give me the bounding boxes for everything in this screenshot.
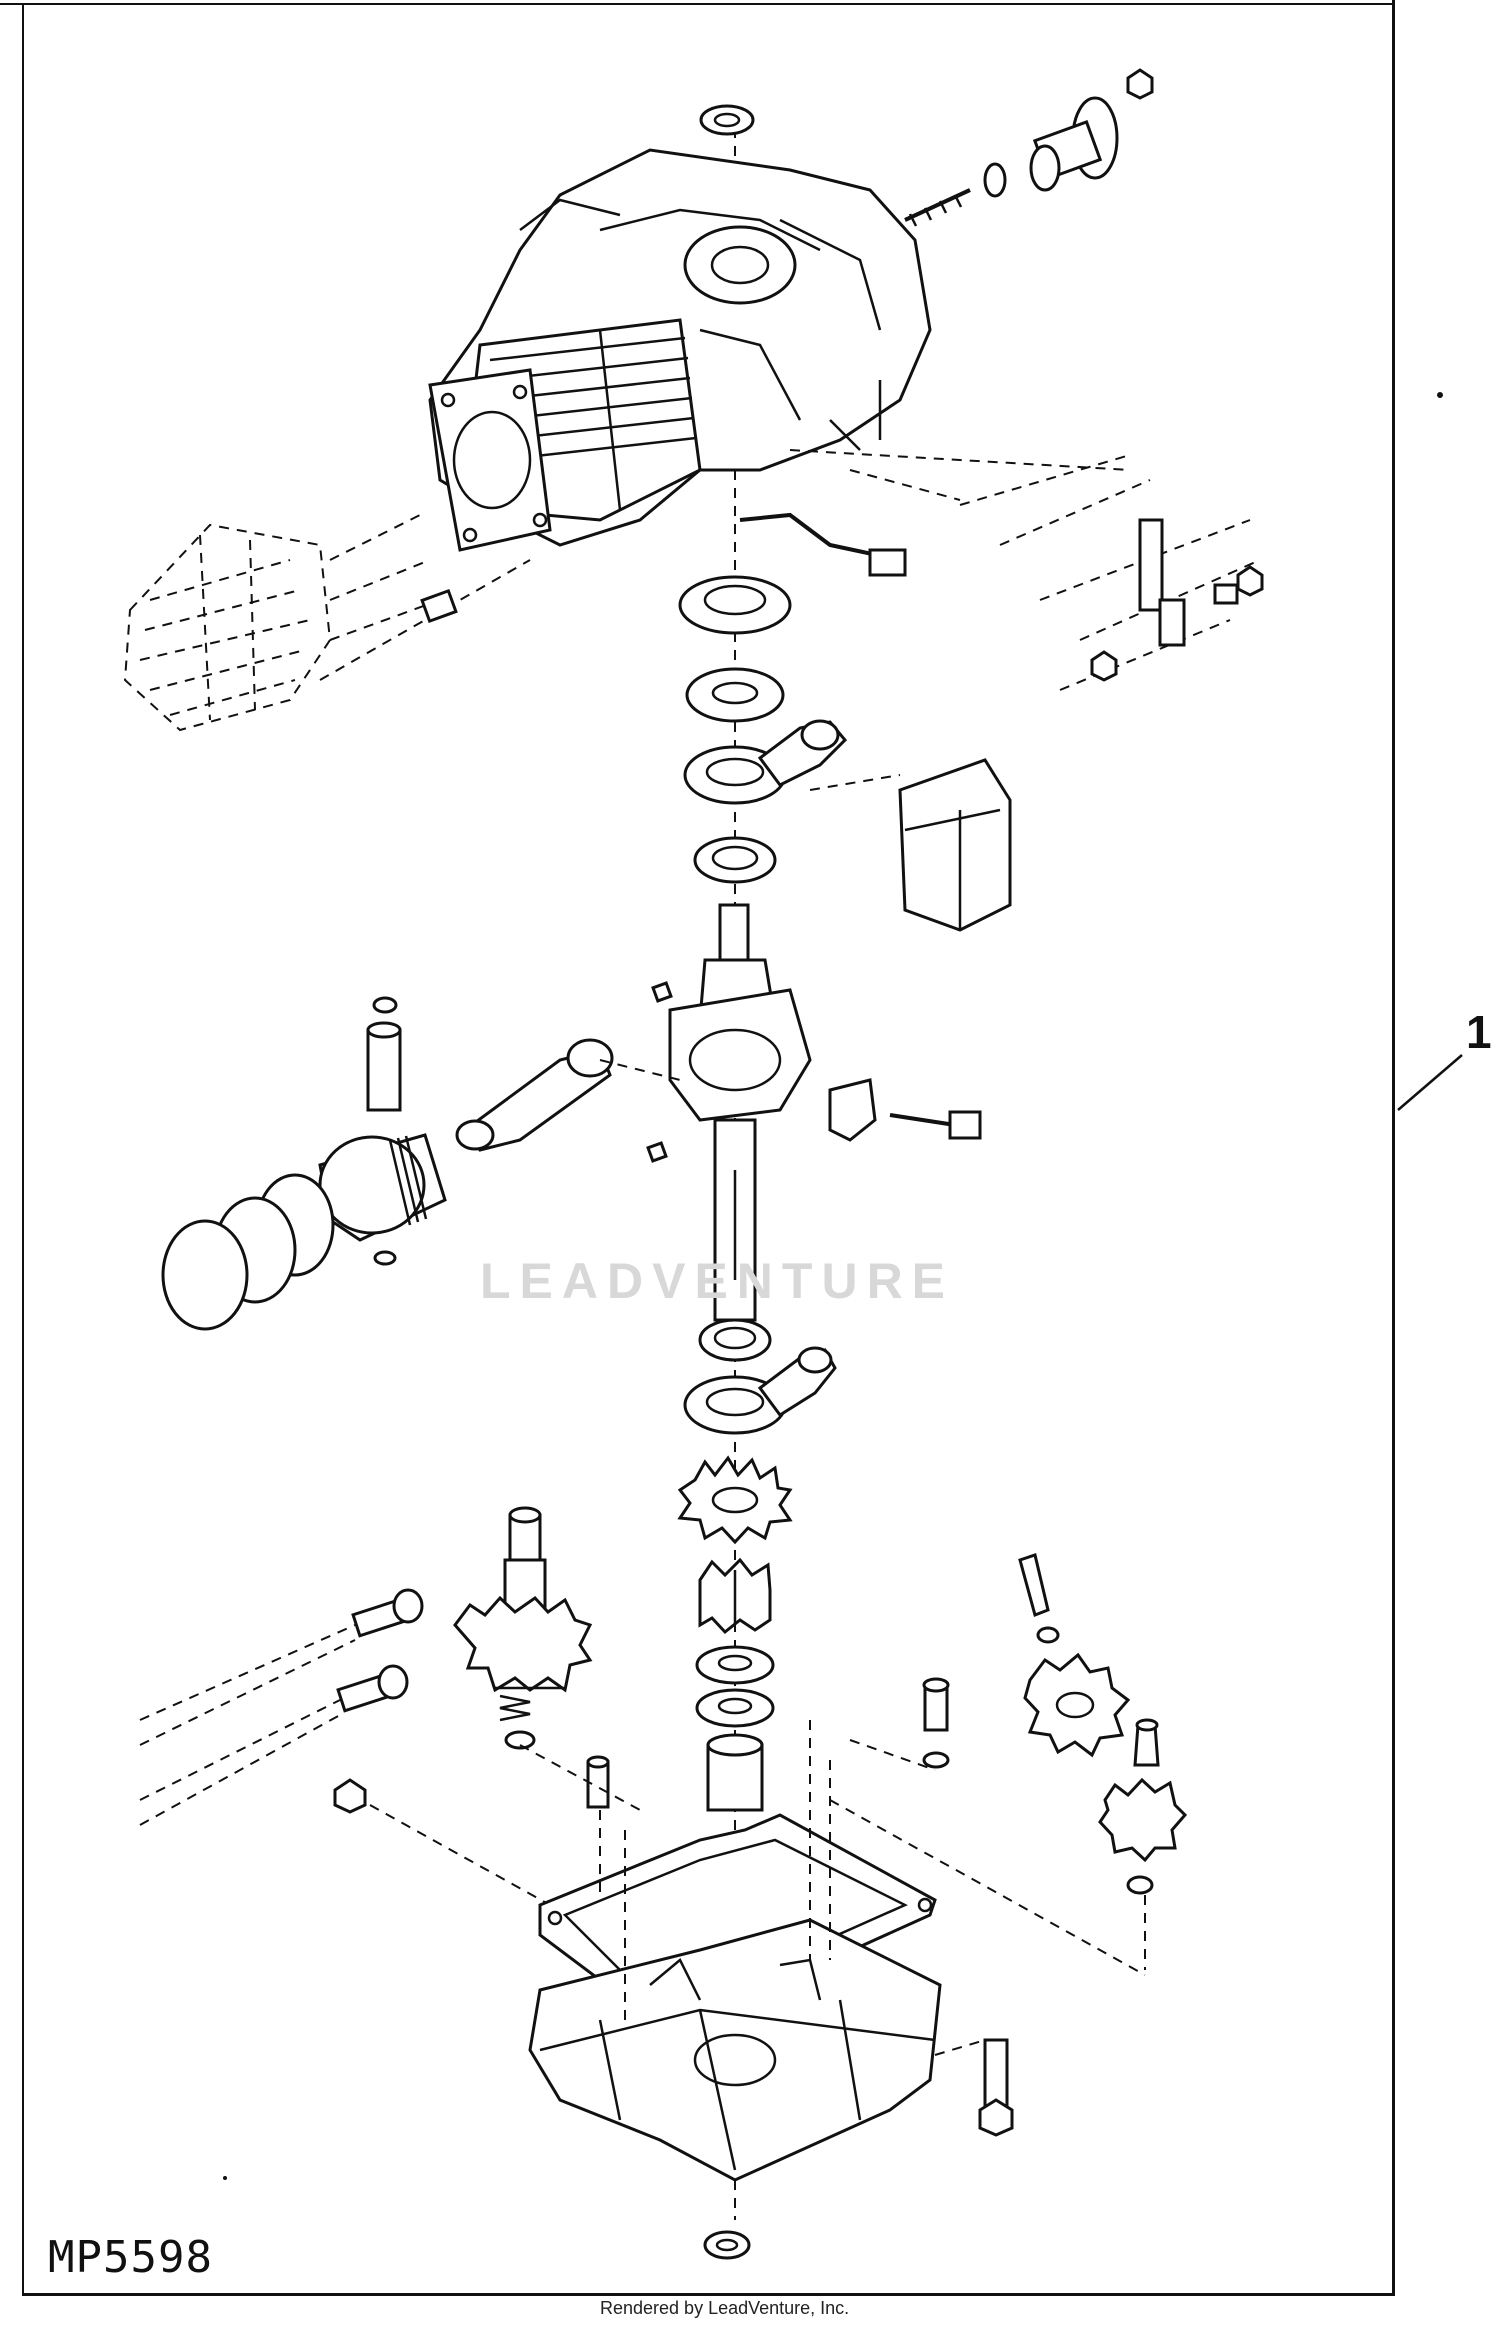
- sump-bolt-right: [978, 2038, 1014, 2137]
- piston-pin-retainer: [372, 996, 398, 1014]
- keys: [646, 981, 673, 1163]
- callout-number: 1: [1466, 1006, 1492, 1058]
- piston-connecting-rod: [455, 1038, 614, 1152]
- bearing-ring: [693, 836, 777, 884]
- retainer-clip-lower: [373, 1250, 397, 1266]
- connecting-rod-lower: [683, 1346, 837, 1435]
- lower-bearing-ring: [698, 1318, 772, 1362]
- scan-dot: [223, 2176, 227, 2180]
- sump-bolt-left: [333, 1778, 551, 1906]
- cylinder-head: [123, 523, 332, 732]
- breather-parts: [739, 449, 1264, 691]
- head-studs: [319, 514, 531, 681]
- piston: [318, 1133, 447, 1242]
- frame-border-right: [1392, 0, 1395, 2295]
- rod-cap-and-bolt: [828, 1078, 982, 1142]
- figure-id: MP5598: [48, 2232, 213, 2283]
- cam-spring-and-washer: [499, 1694, 536, 1750]
- tappets: [139, 1588, 424, 1826]
- nut-top-right: [1126, 68, 1154, 100]
- rod-alignment-line: [599, 1059, 681, 1081]
- governor-gear: [1023, 1652, 1131, 1758]
- governor-flange-assembly: [904, 96, 1119, 227]
- piston-pin: [366, 1021, 402, 1112]
- oil-sump: [528, 1918, 942, 2182]
- upper-main-bearing: [678, 575, 792, 635]
- governor-shaft-pin: [1018, 1553, 1060, 1644]
- camshaft: [453, 1506, 593, 1693]
- connecting-rod-upper: [683, 719, 848, 805]
- frame-border-bottom: [22, 2293, 1395, 2296]
- counterweight-balancer: [809, 758, 1012, 932]
- top-oil-seal: [699, 104, 755, 136]
- dowel-pin: [586, 1755, 610, 1809]
- bottom-oil-seal: [703, 2230, 751, 2260]
- head-gasket: [428, 368, 552, 552]
- alignment-lines-sump: [519, 1720, 1146, 2056]
- frame-border-left: [22, 3, 24, 2295]
- scan-dot: [1437, 392, 1443, 398]
- cap-screw-right: [922, 1677, 950, 1769]
- footer-credit: Rendered by LeadVenture, Inc.: [600, 2298, 850, 2318]
- governor-spool: [1098, 1718, 1188, 1863]
- crankshaft: [668, 903, 812, 1322]
- crank-gear: [677, 1455, 793, 1545]
- thrust-washer: [685, 667, 785, 723]
- timing-gear-small: [698, 1557, 772, 1635]
- bushing: [706, 1733, 764, 1812]
- governor-washer: [1126, 1875, 1154, 1895]
- piston-rings: [161, 1173, 335, 1331]
- frame-border-top: [0, 3, 1394, 5]
- washer-stack: [695, 1645, 775, 1728]
- watermark-text: LEADVENTURE: [480, 1253, 955, 1309]
- callout-leader-line: [1397, 1054, 1463, 1111]
